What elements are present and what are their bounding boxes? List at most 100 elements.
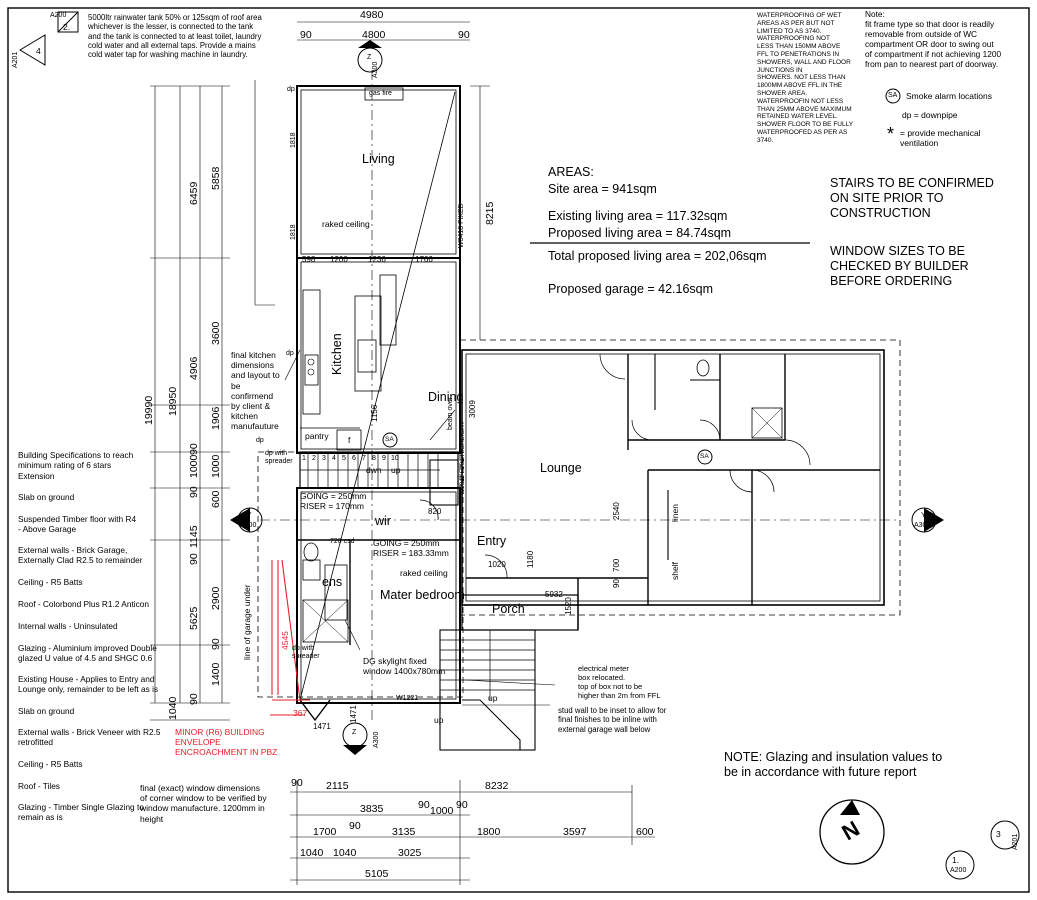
going-note-2: GOING = 250mm RISER = 183.33mm — [373, 538, 449, 559]
dim-v-1000a: 1000 — [188, 454, 200, 478]
gas-fire-box — [364, 87, 404, 101]
room-dining: Dining — [428, 390, 464, 404]
spec-item: Internal walls - Uninsulated — [18, 621, 118, 631]
dim-v-1400: 1400 — [210, 662, 222, 686]
window-w1818-1: 1818 — [290, 132, 297, 148]
smoke-alarm-label-1: SA — [385, 436, 394, 443]
room-porch: Porch — [492, 602, 525, 616]
smoke-legend-label: Smoke alarm locations — [906, 91, 992, 101]
tag-a201-left-num: 4 — [36, 46, 41, 56]
dp-label-2: dp — [286, 350, 294, 357]
dim-kitchen-598: 598 — [302, 255, 316, 264]
existing-house-walls — [461, 349, 885, 606]
dim-1156: 1156 — [370, 404, 379, 422]
corner-window-note: final (exact) window dimensions of corne… — [140, 783, 267, 824]
waterproofing-note: WATERPROOFING OF WET AREAS AS PER BUT NO… — [757, 12, 854, 144]
stair-step: 4 — [332, 455, 336, 462]
window-w1221: W1221 — [396, 695, 419, 702]
spec-item: Building Specifications to reach minimum… — [18, 450, 134, 481]
dim-b3-600: 600 — [636, 826, 654, 838]
spec-item: Slab on ground — [18, 492, 75, 502]
dim-v-4906: 4906 — [188, 356, 200, 380]
dim-v-1906: 1906 — [210, 406, 222, 430]
dim-v-19990: 19990 — [143, 395, 155, 425]
smoke-alarm-1 — [382, 432, 398, 448]
dim-v-90d: 90 — [188, 553, 200, 565]
dim-b2-90a: 90 — [418, 799, 430, 811]
fridge-box — [336, 429, 362, 451]
dim-b4-1040a: 1040 — [300, 847, 324, 859]
dp-spreader-1: dp with spreader — [265, 450, 293, 466]
red-dim-367: 367 — [293, 708, 308, 718]
dim-b3-1700: 1700 — [313, 826, 337, 838]
window-fixed: W0418 FIXED — [458, 203, 465, 248]
site-area: Site area = 941sqm — [548, 182, 657, 196]
room-ensuite: ens — [322, 575, 343, 589]
raked-ceiling-2: raked ceiling — [400, 568, 448, 578]
glazing-note: NOTE: Glazing and insulation values to b… — [724, 750, 943, 779]
window-sizes-note: WINDOW SIZES TO BE CHECKED BY BUILDER BE… — [830, 244, 969, 288]
spec-item: Glazing - Aluminium improved Double glaz… — [18, 643, 157, 664]
raked-ceiling-line — [299, 91, 456, 701]
room-entry: Entry — [477, 534, 507, 548]
dim-b3-3597: 3597 — [563, 826, 587, 838]
spec-item: External walls - Brick Garage, Externall… — [18, 545, 143, 566]
dim-1471b: 1471 — [313, 722, 331, 731]
room-living: Living — [362, 152, 395, 166]
dim-v-90c: 90 — [210, 638, 222, 650]
dim-b4-3025: 3025 — [398, 847, 422, 859]
dim-b3-3135: 3135 — [392, 826, 416, 838]
dim-b1-2115: 2115 — [326, 780, 349, 792]
room-shelf: shelf — [670, 562, 680, 580]
tag-a200-top-sheet: A200 — [50, 12, 67, 19]
mech-vent-legend: = provide mechanical ventilation — [900, 128, 981, 149]
dim-v-5625: 5625 — [188, 606, 200, 630]
spec-item: Suspended Timber floor with R4 - Above G… — [18, 514, 137, 535]
dim-b3-1800: 1800 — [477, 826, 501, 838]
existing-area: Existing living area = 117.32sqm — [548, 209, 728, 223]
section-marker-a201-br — [990, 820, 1020, 850]
sheet-border — [7, 7, 1030, 893]
proposed-area: Proposed living area = 84.74sqm — [548, 226, 732, 240]
wc — [302, 559, 321, 581]
tag-y-right: Y — [921, 512, 926, 519]
spec-item: Slab on ground — [18, 706, 75, 716]
stair-step: 5 — [342, 455, 346, 462]
living-walls — [296, 85, 461, 259]
stud-wall-note: stud wall to be inset to allow for final… — [558, 706, 667, 734]
tag-a300-bottom: A300 — [373, 731, 380, 748]
tag-a300-top: A300 — [372, 61, 379, 78]
going-note-1: GOING = 250mm RISER = 170mm — [300, 491, 367, 512]
dp-label-1: dp — [287, 86, 295, 93]
dim-b1-8232: 8232 — [485, 780, 509, 792]
dim-b1-90: 90 — [291, 777, 303, 789]
kitchen-island — [354, 295, 382, 392]
kitchen-note: final kitchen dimensions and layout to b… — [231, 350, 280, 432]
total-area: Total proposed living area = 202,06sqm — [548, 249, 767, 263]
dim-v-1145: 1145 — [188, 525, 200, 548]
dp-label-3: dp — [256, 437, 264, 444]
dim-v-1520: 1520 — [564, 597, 573, 615]
dim-v-18950: 18950 — [167, 386, 179, 416]
dim-v-1180: 1180 — [526, 550, 535, 568]
stair-step: 9 — [382, 455, 386, 462]
stair-step: 2 — [312, 455, 316, 462]
stair-step: 7 — [362, 455, 366, 462]
encroachment-note: MINOR (R6) BUILDING ENVELOPE ENCROACHMEN… — [175, 727, 278, 758]
garage-area: Proposed garage = 42.16sqm — [548, 282, 714, 296]
dim-v-90e: 90 — [188, 693, 200, 705]
spec-item: Roof - Tiles — [18, 781, 60, 791]
tag-a200-br-num: 1. — [952, 855, 960, 865]
dim-v-5858: 5858 — [210, 166, 222, 190]
smoke-alarm-2 — [697, 449, 713, 465]
stair-step: 6 — [352, 455, 356, 462]
spec-item: External walls - Brick Veneer with R2.5 … — [18, 727, 161, 748]
kitchen-bench — [302, 289, 321, 415]
downpipe-legend: dp = downpipe — [902, 110, 958, 120]
kitchen-walls — [296, 257, 461, 454]
red-dim-4545: 4545 — [280, 631, 290, 650]
dim-top-4980: 4980 — [360, 9, 384, 21]
gas-fire-label: gas fire — [369, 90, 392, 97]
raked-ceiling-1: raked ceiling — [322, 219, 370, 229]
